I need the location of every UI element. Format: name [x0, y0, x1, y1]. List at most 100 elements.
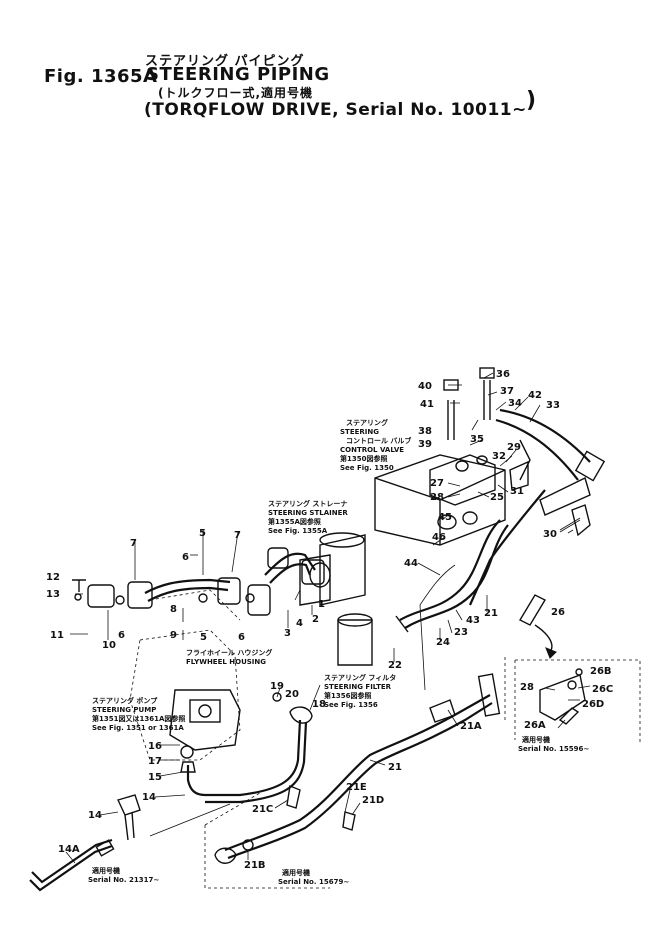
- svg-text:第1355A図参照: 第1355A図参照: [268, 517, 321, 526]
- callout-36: 36: [496, 369, 510, 380]
- svg-text:ステアリング フィルタ: ステアリング フィルタ: [324, 673, 396, 682]
- callout-33: 33: [546, 400, 560, 411]
- svg-text:See Fig. 1355A: See Fig. 1355A: [268, 527, 328, 535]
- svg-text:ステアリング ポンプ: ステアリング ポンプ: [92, 696, 158, 705]
- svg-text:Serial No. 15679~: Serial No. 15679~: [278, 878, 349, 886]
- callout-14-bracket: 14: [88, 810, 102, 821]
- callout-44: 44: [404, 558, 418, 569]
- callout-43: 43: [466, 615, 480, 626]
- callout-22: 22: [388, 660, 402, 671]
- callout-46: 46: [432, 532, 446, 543]
- callout-12: 12: [46, 572, 60, 583]
- callout-42: 42: [528, 390, 542, 401]
- svg-text:STEERING: STEERING: [340, 428, 379, 436]
- svg-text:FLYWHEEL HOUSING: FLYWHEEL HOUSING: [186, 658, 266, 666]
- leader-lines: [65, 372, 591, 864]
- svg-text:Serial No. 21317~: Serial No. 21317~: [88, 876, 159, 884]
- callout-14: 14: [142, 792, 156, 803]
- suction-pipe-drawing: [72, 547, 325, 616]
- svg-text:See Fig. 1351 or 1361A: See Fig. 1351 or 1361A: [92, 724, 184, 732]
- callout-14A: 14A: [58, 844, 80, 855]
- callout-9: 9: [170, 630, 177, 641]
- callout-39: 39: [418, 439, 432, 450]
- subtitle-kana-line: (トルクフロー式,適用号機: [158, 86, 314, 100]
- callout-35: 35: [470, 434, 484, 445]
- callout-26A: 26A: [524, 720, 546, 731]
- callout-18: 18: [312, 699, 326, 710]
- callout-21E: 21E: [346, 782, 367, 793]
- control-valve-drawing: [374, 367, 506, 546]
- callout-5b: 5: [200, 632, 207, 643]
- svg-text:適用号機: 適用号機: [92, 866, 120, 875]
- closing-paren: ): [526, 88, 537, 113]
- part-14-drawing: [29, 794, 141, 892]
- callout-21C: 21C: [252, 804, 273, 815]
- svg-text:第1356図参照: 第1356図参照: [324, 691, 371, 700]
- note-pump: ステアリング ポンプ STEERING PUMP 第1351図又は1361A図参…: [92, 696, 185, 732]
- note-flywheel: フライホイール ハウジング FLYWHEEL HOUSING: [186, 648, 272, 666]
- filter-drawing: [337, 613, 373, 666]
- callout-6c: 6: [238, 632, 245, 643]
- svg-text:STEERING STLAINER: STEERING STLAINER: [268, 509, 348, 517]
- callout-27: 27: [430, 478, 444, 489]
- callout-32: 32: [492, 451, 506, 462]
- callout-45: 45: [438, 512, 452, 523]
- note-serial-15679: 適用号機 Serial No. 15679~: [278, 868, 349, 886]
- note-serial-15596: 適用号機 Serial No. 15596~: [518, 735, 589, 753]
- callout-25: 25: [490, 492, 504, 503]
- callout-21: 21: [484, 608, 498, 619]
- callout-1: 1: [318, 599, 325, 610]
- note-strainer: ステアリング ストレーナ STEERING STLAINER 第1355A図参照…: [268, 499, 348, 535]
- svg-text:ステアリング: ステアリング: [346, 418, 388, 427]
- callout-28: 28: [430, 492, 444, 503]
- svg-text:Serial No. 15596~: Serial No. 15596~: [518, 745, 589, 753]
- flywheel-housing-drawing: [129, 589, 241, 761]
- pipe-21-drawing: [395, 489, 546, 691]
- callout-3: 3: [284, 628, 291, 639]
- callout-38: 38: [418, 426, 432, 437]
- callout-6a: 6: [182, 552, 189, 563]
- strainer-drawing: [299, 532, 366, 606]
- svg-text:See Fig. 1350: See Fig. 1350: [340, 464, 394, 472]
- svg-text:適用号機: 適用号機: [282, 868, 310, 877]
- callout-4: 4: [296, 618, 303, 629]
- figure-number: Fig. 1365A: [44, 66, 158, 87]
- svg-text:ステアリング ストレーナ: ステアリング ストレーナ: [268, 499, 347, 508]
- svg-text:コントロール バルブ: コントロール バルブ: [346, 436, 411, 445]
- callout-7b: 7: [234, 530, 241, 541]
- callout-28-inset: 28: [520, 682, 534, 693]
- callout-26C: 26C: [592, 684, 613, 695]
- callout-30: 30: [543, 529, 557, 540]
- note-control-valve: ステアリング STEERING コントロール バルブ CONTROL VALVE…: [340, 418, 411, 472]
- svg-text:STEERING FILTER: STEERING FILTER: [324, 683, 392, 691]
- callout-21-lower: 21: [388, 762, 402, 773]
- svg-text:第1350図参照: 第1350図参照: [340, 454, 387, 463]
- callout-41: 41: [420, 399, 434, 410]
- callout-20: 20: [285, 689, 299, 700]
- callout-11: 11: [50, 630, 64, 641]
- callout-5a: 5: [199, 528, 206, 539]
- callout-10: 10: [102, 640, 116, 651]
- callout-26D: 26D: [582, 699, 604, 710]
- svg-text:第1351図又は1361A図参照: 第1351図又は1361A図参照: [92, 714, 185, 723]
- pressure-pipe-drawing: [149, 692, 313, 837]
- callout-26: 26: [551, 607, 565, 618]
- callout-13: 13: [46, 589, 60, 600]
- callout-21B: 21B: [244, 860, 266, 871]
- callout-31: 31: [510, 486, 524, 497]
- svg-text:See Fig. 1356: See Fig. 1356: [324, 701, 378, 709]
- callout-29: 29: [507, 442, 521, 453]
- note-filter: ステアリング フィルタ STEERING FILTER 第1356図参照 See…: [324, 673, 396, 709]
- callout-17: 17: [148, 756, 162, 767]
- callout-26B: 26B: [590, 666, 612, 677]
- callout-23: 23: [454, 627, 468, 638]
- callout-16: 16: [148, 741, 162, 752]
- page-title: STEERING PIPING: [146, 64, 330, 85]
- callout-21D: 21D: [362, 795, 384, 806]
- callout-37: 37: [500, 386, 514, 397]
- svg-text:適用号機: 適用号機: [522, 735, 550, 744]
- callout-7a: 7: [130, 538, 137, 549]
- svg-text:フライホイール ハウジング: フライホイール ハウジング: [186, 648, 272, 657]
- callout-8: 8: [170, 604, 177, 615]
